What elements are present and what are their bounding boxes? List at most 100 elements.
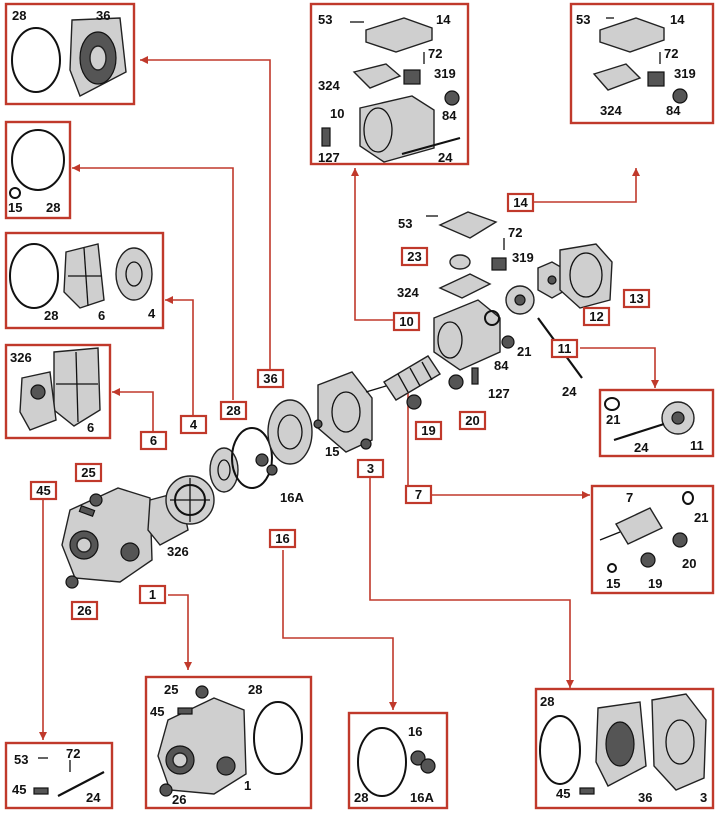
box4-label-4: 4 [148, 306, 156, 321]
callout-12: 12 [582, 306, 611, 327]
box11-label-24: 24 [634, 440, 649, 455]
callout-36: 36 [256, 368, 285, 389]
label-24: 24 [562, 384, 577, 399]
svg-text:19: 19 [421, 423, 435, 438]
svg-text:25: 25 [81, 465, 95, 480]
detail-box-10: 53 14 72 324 319 10 84 127 24 [309, 2, 470, 166]
svg-text:14: 14 [513, 195, 528, 210]
svg-text:3: 3 [367, 461, 374, 476]
box36-label-36: 36 [96, 8, 110, 23]
main-part-labels: 53 72 319 324 21 84 127 24 15 16A 326 [167, 216, 577, 559]
box7-label-21: 21 [694, 510, 708, 525]
svg-text:6: 6 [150, 433, 157, 448]
detail-box-16: 16 28 16A [347, 711, 449, 810]
callout-28: 28 [219, 400, 248, 421]
svg-text:13: 13 [629, 291, 643, 306]
box10-label-10: 10 [330, 106, 344, 121]
detail-box-3: 28 45 36 3 [534, 687, 715, 810]
callout-19: 19 [414, 420, 443, 441]
label-127: 127 [488, 386, 510, 401]
box10-label-72: 72 [428, 46, 442, 61]
label-319: 319 [512, 250, 534, 265]
box7-label-20: 20 [682, 556, 696, 571]
box10-label-319: 319 [434, 66, 456, 81]
callout-10: 10 [392, 311, 421, 332]
box10-label-84: 84 [442, 108, 457, 123]
callout-45: 45 [29, 480, 58, 501]
callout-20: 20 [458, 410, 487, 431]
svg-text:36: 36 [263, 371, 277, 386]
box1-label-25: 25 [164, 682, 178, 697]
detail-box-4: 28 6 4 [4, 231, 165, 330]
detail-box-36: 28 36 [4, 2, 136, 106]
svg-text:1: 1 [149, 587, 156, 602]
callout-11: 11 [550, 338, 579, 359]
box36-label-28: 28 [12, 8, 26, 23]
box28-label-28: 28 [46, 200, 60, 215]
box3-label-3: 3 [700, 790, 707, 805]
callout-16: 16 [268, 528, 297, 549]
svg-text:26: 26 [77, 603, 91, 618]
box4-label-28: 28 [44, 308, 58, 323]
box45-label-53: 53 [14, 752, 28, 767]
box7-label-19: 19 [648, 576, 662, 591]
box14-label-324: 324 [600, 103, 622, 118]
box1-label-45: 45 [150, 704, 164, 719]
svg-text:20: 20 [465, 413, 479, 428]
label-15: 15 [325, 444, 339, 459]
callout-6: 6 [139, 430, 168, 451]
main-assembly [61, 211, 613, 589]
box14-label-53: 53 [576, 12, 590, 27]
box14-label-14: 14 [670, 12, 685, 27]
box7-label-7: 7 [626, 490, 633, 505]
detail-box-6: 326 6 [4, 343, 112, 440]
box11-label-11: 11 [690, 438, 704, 453]
callout-1: 1 [138, 584, 167, 605]
leader-lines [42, 59, 656, 740]
callout-3: 3 [356, 458, 385, 479]
box28-label-15: 15 [8, 200, 22, 215]
box1-label-1: 1 [244, 778, 251, 793]
svg-text:45: 45 [36, 483, 50, 498]
detail-box-14: 53 14 72 319 324 84 [569, 2, 715, 125]
detail-box-11: 21 24 11 [598, 388, 715, 458]
label-324: 324 [397, 285, 419, 300]
svg-text:28: 28 [226, 403, 240, 418]
svg-text:7: 7 [415, 487, 422, 502]
label-16A: 16A [280, 490, 304, 505]
box10-label-53: 53 [318, 12, 332, 27]
box6-label-326: 326 [10, 350, 32, 365]
callout-25: 25 [74, 462, 103, 483]
box14-label-319: 319 [674, 66, 696, 81]
box14-label-72: 72 [664, 46, 678, 61]
box16-label-16: 16 [408, 724, 422, 739]
svg-text:12: 12 [589, 309, 603, 324]
box10-label-324: 324 [318, 78, 340, 93]
box3-label-36: 36 [638, 790, 652, 805]
box7-label-15: 15 [606, 576, 620, 591]
box1-label-26: 26 [172, 792, 186, 807]
box6-label-6: 6 [87, 420, 94, 435]
box11-label-21: 21 [606, 412, 620, 427]
box3-label-45: 45 [556, 786, 570, 801]
label-72: 72 [508, 225, 522, 240]
detail-box-28: 15 28 [4, 120, 72, 220]
label-21: 21 [517, 344, 531, 359]
callout-13: 13 [622, 288, 651, 309]
callout-4: 4 [179, 414, 208, 435]
svg-text:4: 4 [190, 417, 198, 432]
box1-label-28: 28 [248, 682, 262, 697]
box16-label-16A: 16A [410, 790, 434, 805]
label-84: 84 [494, 358, 509, 373]
box16-label-28: 28 [354, 790, 368, 805]
svg-text:10: 10 [399, 314, 413, 329]
box10-label-24: 24 [438, 150, 453, 165]
box45-label-24: 24 [86, 790, 101, 805]
box4-label-6: 6 [98, 308, 105, 323]
label-53: 53 [398, 216, 412, 231]
detail-box-45: 53 72 45 24 [4, 741, 114, 810]
callout-23: 23 [400, 246, 429, 267]
svg-text:11: 11 [558, 341, 572, 356]
box45-label-45: 45 [12, 782, 26, 797]
